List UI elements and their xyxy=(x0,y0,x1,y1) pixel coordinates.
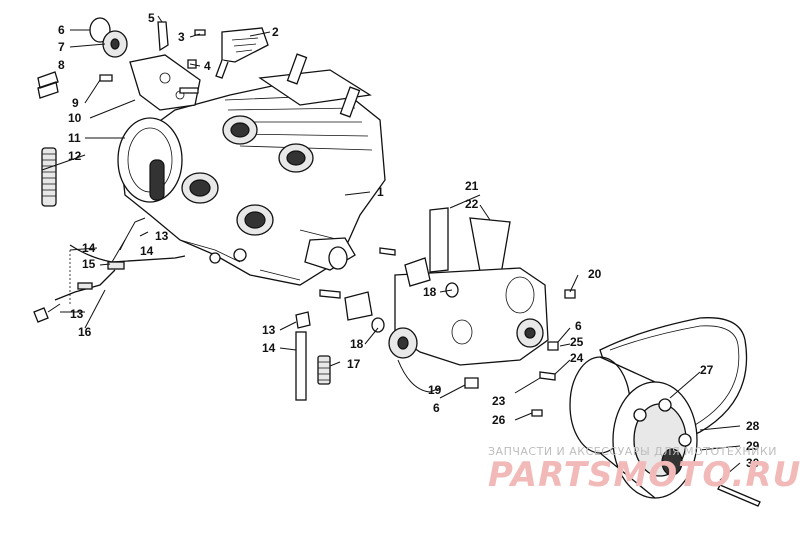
callout-21: 21 xyxy=(465,179,479,193)
drive-clutch xyxy=(569,356,698,499)
callout-5: 5 xyxy=(148,11,155,25)
callout-6-b: 6 xyxy=(575,319,582,333)
spring-12 xyxy=(41,147,57,207)
washers xyxy=(344,257,459,333)
callout-1: 1 xyxy=(377,185,384,199)
vent-hose xyxy=(295,311,311,401)
callout-25: 25 xyxy=(570,335,584,349)
callout-6: 6 xyxy=(58,23,65,37)
callout-14-c: 14 xyxy=(262,341,276,355)
callout-18-b: 18 xyxy=(350,337,364,351)
lift-handle xyxy=(215,27,269,79)
callout-23: 23 xyxy=(492,394,506,408)
engine-block xyxy=(117,53,386,286)
callout-8: 8 xyxy=(58,58,65,72)
callout-labels: 1 2 3 4 5 6 7 8 9 10 11 12 13 14 15 16 1… xyxy=(58,11,760,470)
watermark-caption: ЗАПЧАСТИ И АКСЕССУАРЫ ДЛЯ МОТОТЕХНИКИ xyxy=(488,445,777,458)
callout-29: 29 xyxy=(746,439,760,453)
callout-14-b: 14 xyxy=(82,241,96,255)
callout-13-c: 13 xyxy=(262,323,276,337)
callout-14: 14 xyxy=(140,244,154,258)
callout-19: 19 xyxy=(428,383,442,397)
callout-17: 17 xyxy=(347,357,361,371)
sprockets xyxy=(388,318,544,359)
watermark: ЗАПЧАСТИ И АКСЕССУАРЫ ДЛЯ МОТОТЕХНИКИ PA… xyxy=(488,445,800,495)
callout-26: 26 xyxy=(492,413,506,427)
callout-10: 10 xyxy=(68,111,82,125)
cable-bracket xyxy=(157,21,169,52)
callout-24: 24 xyxy=(570,351,584,365)
leader-lines xyxy=(41,15,741,481)
callout-12: 12 xyxy=(68,149,82,163)
callout-11: 11 xyxy=(68,131,81,145)
callout-13-b: 13 xyxy=(70,307,84,321)
callout-4: 4 xyxy=(204,59,211,73)
spring-17 xyxy=(317,355,331,385)
callout-13: 13 xyxy=(155,229,169,243)
mount-brackets xyxy=(394,207,549,366)
callout-7: 7 xyxy=(58,40,65,54)
bolts-mid xyxy=(319,247,761,507)
callout-2: 2 xyxy=(272,25,279,39)
callout-18: 18 xyxy=(423,285,437,299)
engine-mount-bracket xyxy=(129,54,201,111)
callout-30: 30 xyxy=(746,456,760,470)
callout-3: 3 xyxy=(178,30,185,44)
callout-9: 9 xyxy=(72,96,79,110)
spring-8 xyxy=(37,71,59,99)
fuel-hoses xyxy=(33,217,186,323)
callout-6-c: 6 xyxy=(433,401,440,415)
callout-28: 28 xyxy=(746,419,760,433)
callout-20: 20 xyxy=(588,267,602,281)
pulley-gear xyxy=(89,17,128,58)
callout-27: 27 xyxy=(700,363,714,377)
callout-16: 16 xyxy=(78,325,92,339)
callout-15: 15 xyxy=(82,257,96,271)
callout-22: 22 xyxy=(465,197,479,211)
watermark-logo: PARTSMOTO.RU xyxy=(488,455,800,495)
